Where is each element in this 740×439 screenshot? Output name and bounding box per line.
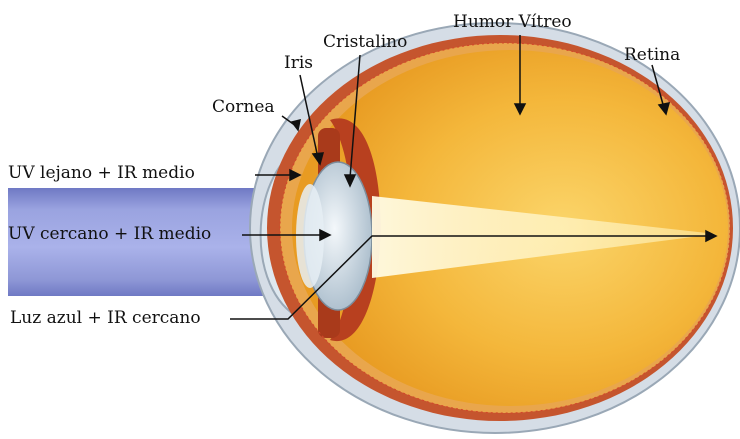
label-humor-vitreo: Humor Vítreo — [453, 14, 572, 31]
label-uv-cercano: UV cercano + IR medio — [8, 226, 211, 243]
label-cornea: Cornea — [212, 99, 275, 116]
label-iris: Iris — [284, 55, 313, 72]
label-uv-lejano: UV lejano + IR medio — [8, 165, 195, 182]
label-cristalino: Cristalino — [323, 34, 407, 51]
label-luz-azul: Luz azul + IR cercano — [10, 310, 201, 327]
label-retina: Retina — [624, 47, 680, 64]
